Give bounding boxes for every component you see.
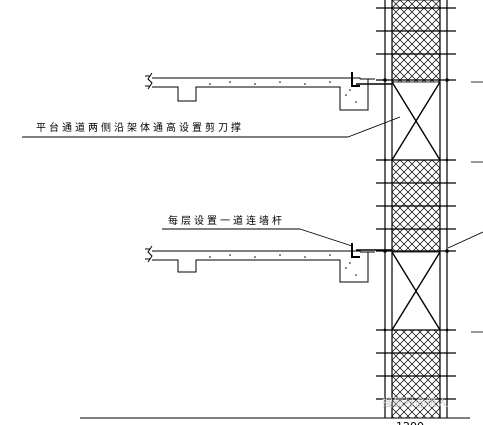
cross-braces [391, 81, 441, 331]
scaffold-tower [376, 0, 483, 419]
ledgers [376, 7, 456, 400]
annotation-scissor-brace: 平台通道两侧沿架体通高设置剪刀撑 [22, 116, 401, 138]
annotation-wall-tie: 每层设置一道连墙杆 [162, 214, 353, 247]
mesh-infill-top [391, 0, 441, 83]
scissor-brace-leader-diagonal [347, 116, 401, 138]
wall-tie-upper [351, 72, 392, 87]
floor-slab-upper [145, 72, 375, 111]
wall-tie-leader-diagonal [299, 228, 353, 247]
scissor-brace-label: 平台通道两侧沿架体通高设置剪刀撑 [36, 121, 244, 134]
watermark: 搜狐号@筑人 [382, 395, 448, 409]
slab-upper-hatch [209, 81, 357, 103]
floor-slab-lower [145, 245, 375, 283]
vertical-standards [384, 0, 448, 418]
dimension-label: 1200 [396, 420, 424, 425]
mesh-infill-bottom [391, 329, 441, 419]
slab-lower-hatch [209, 254, 357, 276]
right-leader-ticks [447, 81, 483, 333]
wall-tie-lower [351, 243, 392, 258]
wall-tie-label: 每层设置一道连墙杆 [168, 214, 285, 227]
